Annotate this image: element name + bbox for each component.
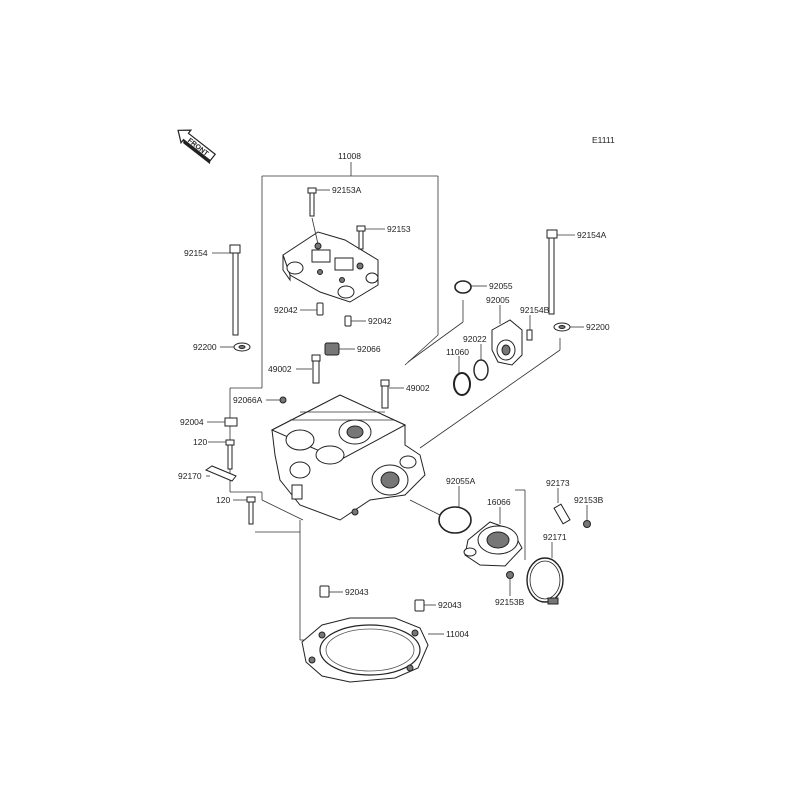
label-92066: 92066: [357, 344, 381, 354]
label-11008: 11008: [338, 151, 361, 161]
label-92042-right: 92042: [368, 316, 392, 326]
plug-92066A: 92066A: [233, 395, 287, 405]
label-92153A: 92153A: [332, 185, 362, 195]
stud-92004: 92004: [180, 417, 238, 427]
label-92153B-right: 92153B: [574, 495, 604, 505]
dowel-92042-left: 92042: [274, 302, 324, 316]
label-92173: 92173: [546, 478, 570, 488]
label-92055: 92055: [489, 281, 513, 291]
o-ring-92055: 92055: [407, 280, 513, 363]
bolt-92154B: 92154B: [520, 305, 550, 341]
label-92004: 92004: [180, 417, 204, 427]
o-ring-92022: 92022: [463, 334, 489, 381]
head-gasket-11004: 11004: [301, 617, 469, 683]
label-92043-left: 92043: [345, 587, 369, 597]
label-92043-right: 92043: [438, 600, 462, 610]
bolt-120-bottom: 120: [216, 495, 256, 525]
o-ring-92055A: 92055A: [409, 476, 476, 534]
label-92200-left: 92200: [193, 342, 217, 352]
valve-guide-49002-right: 49002: [380, 379, 430, 409]
dowel-92043-left: 92043: [319, 585, 369, 598]
label-92154A: 92154A: [577, 230, 607, 240]
label-49002-left: 49002: [268, 364, 292, 374]
label-92022: 92022: [463, 334, 487, 344]
bolt-92153A: 92153A: [307, 185, 362, 245]
label-49002-right: 49002: [406, 383, 430, 393]
washer-92200-right: 92200: [419, 322, 610, 449]
label-16066: 16066: [487, 497, 511, 507]
label-120-top: 120: [193, 437, 207, 447]
bolt-92154: 92154: [184, 244, 241, 336]
label-92154B: 92154B: [520, 305, 550, 315]
bolt-92153B-right: 92153B: [574, 495, 604, 528]
camshaft-cap: [282, 231, 379, 303]
intake-pipe-16066: 16066: [463, 489, 526, 567]
plug-92066: 92066: [324, 342, 381, 356]
guide-92170: 92170: [178, 465, 237, 482]
label-11004: 11004: [446, 629, 469, 639]
valve-guide-49002-left: 49002: [268, 354, 321, 384]
dowel-92042-right: 92042: [344, 315, 392, 327]
bolt-120-top: 120: [193, 437, 235, 470]
label-92200-right: 92200: [586, 322, 610, 332]
bolt-92153B-bottom: 92153B: [495, 571, 525, 607]
label-120-bottom: 120: [216, 495, 230, 505]
cover-92005: 92005: [486, 295, 523, 366]
dowel-92043-right: 92043: [414, 599, 462, 612]
label-92171: 92171: [543, 532, 567, 542]
diagram-code: E1111: [592, 135, 615, 145]
front-arrow-icon: FRONT: [177, 129, 217, 165]
cylinder-head: [270, 394, 426, 521]
label-92005: 92005: [486, 295, 510, 305]
label-92170: 92170: [178, 471, 202, 481]
bolt-92154A: 92154A: [546, 229, 607, 315]
bolt-92153: 92153: [356, 224, 411, 250]
seal-11060: 11060: [446, 347, 471, 396]
label-92055A: 92055A: [446, 476, 476, 486]
spacer-92173: 92173: [546, 478, 571, 525]
label-92042-left: 92042: [274, 305, 298, 315]
label-92153: 92153: [387, 224, 411, 234]
washer-92200-left: 92200: [193, 342, 251, 352]
label-92154: 92154: [184, 248, 208, 258]
label-92153B-bottom: 92153B: [495, 597, 525, 607]
label-92066A: 92066A: [233, 395, 263, 405]
clamp-92171: 92171: [526, 532, 567, 605]
label-11060: 11060: [446, 347, 469, 357]
